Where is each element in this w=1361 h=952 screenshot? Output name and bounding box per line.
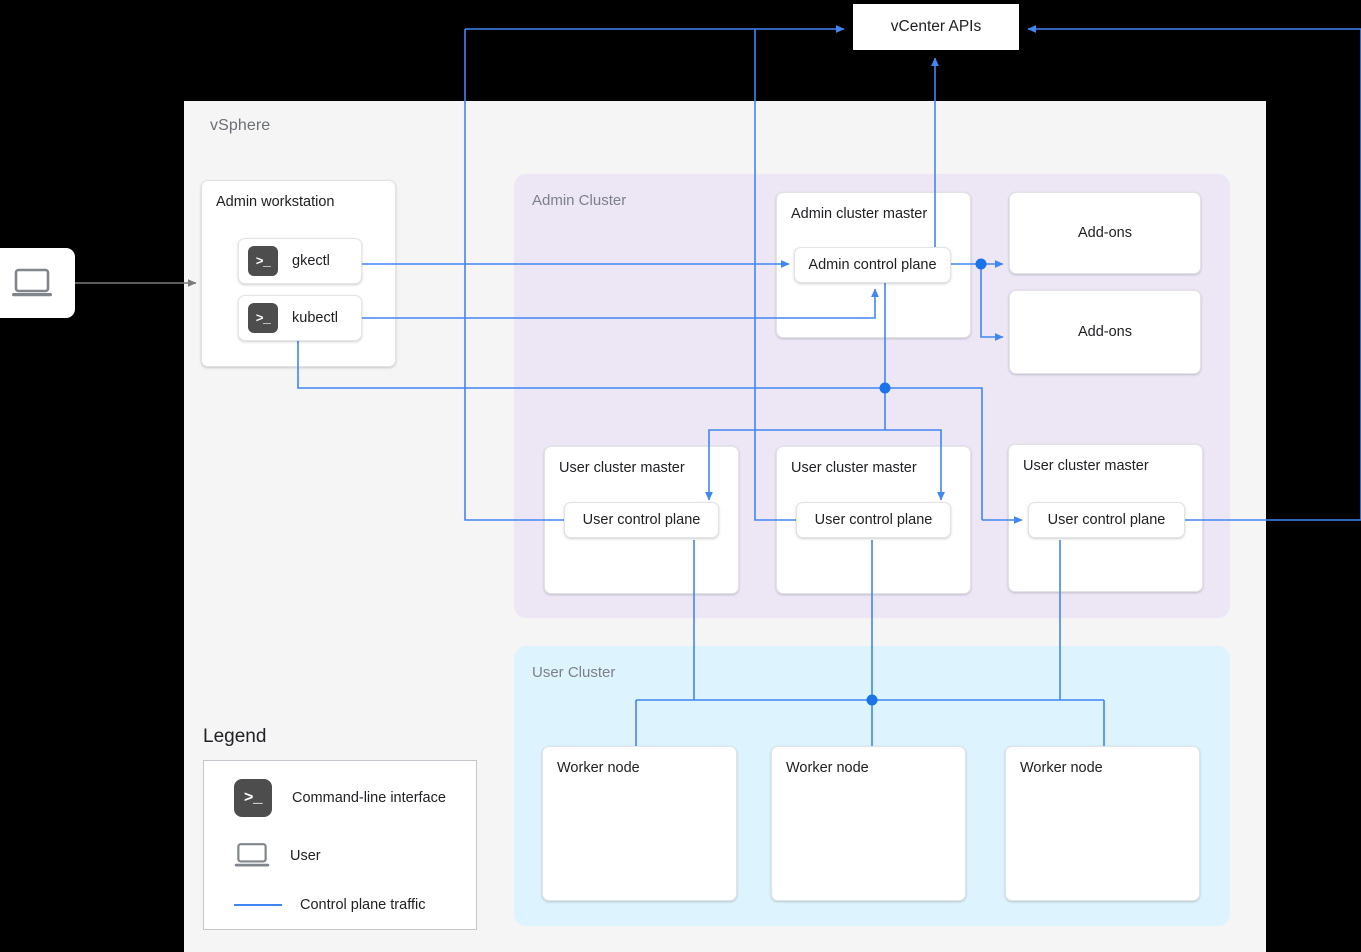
vsphere-label: vSphere [210,117,271,134]
addons-card-2: Add-ons [1009,290,1201,374]
worker-node-title: Worker node [786,760,869,776]
cli-chip-label: kubectl [292,310,338,326]
worker-node-card-1: Worker node [542,746,737,901]
user-cluster-label: User Cluster [532,664,616,681]
legend-item-cli: >_ Command-line interface [220,779,446,817]
worker-node-card-2: Worker node [771,746,966,901]
laptop-icon [12,268,52,297]
cli-chip-kubectl[interactable]: >_ kubectl [238,295,362,341]
vcenter-apis-box[interactable]: vCenter APIs [853,4,1019,50]
worker-node-card-3: Worker node [1005,746,1200,901]
legend-item-user: User [220,841,321,871]
laptop-icon [232,841,274,871]
admin-cluster-label: Admin Cluster [532,192,627,209]
legend-title: Legend [203,726,267,747]
cli-chip-label: gkectl [292,253,330,269]
terminal-icon: >_ [248,303,278,333]
user-laptop-box[interactable] [0,248,75,318]
admin-workstation-title: Admin workstation [216,194,335,210]
user-control-plane-card-2[interactable]: User control plane [796,502,951,538]
legend-item-label: Control plane traffic [300,897,426,913]
legend-item-traffic: Control plane traffic [220,897,425,913]
line-swatch-icon [234,904,282,906]
legend-item-label: Command-line interface [292,790,446,806]
admin-control-plane-card[interactable]: Admin control plane [794,247,951,283]
user-cluster-master-title: User cluster master [1023,458,1149,474]
worker-node-title: Worker node [557,760,640,776]
user-control-plane-card-3[interactable]: User control plane [1028,502,1185,538]
user-cluster-master-title: User cluster master [791,460,917,476]
legend-item-label: User [290,848,321,864]
cli-chip-gkectl[interactable]: >_ gkectl [238,238,362,284]
terminal-icon: >_ [248,246,278,276]
addons-card-1: Add-ons [1009,192,1201,274]
worker-node-title: Worker node [1020,760,1103,776]
legend-box: >_ Command-line interface User Control p… [203,760,477,930]
terminal-icon: >_ [234,779,272,817]
admin-cluster-master-title: Admin cluster master [791,206,928,222]
user-cluster-master-title: User cluster master [559,460,685,476]
user-control-plane-card-1[interactable]: User control plane [564,502,719,538]
